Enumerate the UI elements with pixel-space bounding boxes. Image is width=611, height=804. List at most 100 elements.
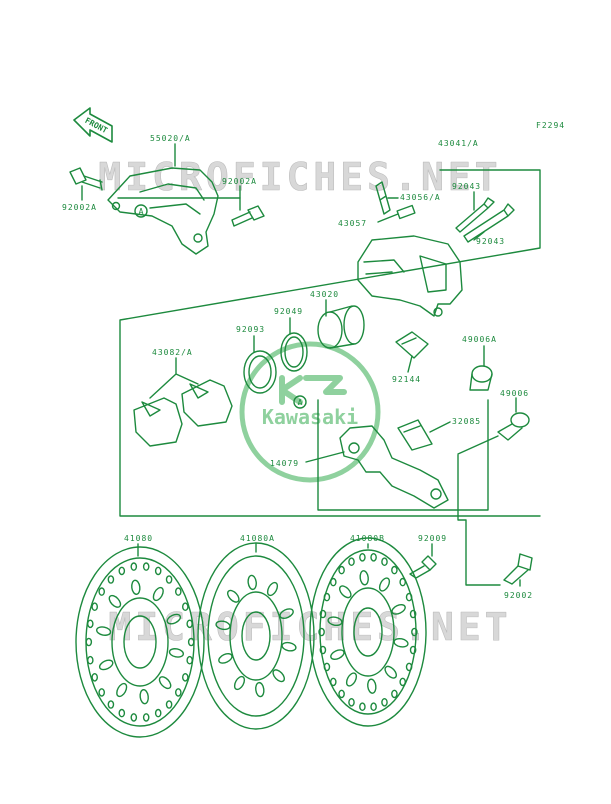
disc-hole (174, 587, 182, 596)
disc-slot (215, 620, 231, 631)
disc-slot (247, 574, 257, 591)
disc-hole (187, 637, 195, 647)
label-92043-bottom: 92043 (476, 237, 505, 246)
disc-hole (118, 566, 126, 576)
label-49006: 49006 (500, 389, 529, 398)
disc-hole (391, 565, 398, 575)
disc-hole (319, 645, 327, 655)
label-92049: 92049 (274, 307, 303, 316)
disc-hole (381, 557, 388, 567)
disc-hole (338, 689, 345, 699)
ref-mark-a-upper-label: A (139, 207, 144, 216)
disc-slot (345, 672, 358, 687)
disc-hole (186, 619, 193, 629)
disc-hole (154, 566, 162, 576)
ref-mark-a-lower-label: A (298, 398, 303, 407)
disc-slot (139, 689, 149, 705)
disc-slot (359, 570, 369, 586)
bleed-valve (375, 181, 391, 215)
disc-hole (411, 627, 418, 637)
disc-slot (218, 653, 233, 664)
disc-hole (405, 592, 413, 602)
disc-hole (329, 577, 337, 587)
label-14079: 14079 (270, 459, 299, 468)
leader-43057 (377, 213, 399, 223)
disc-hole (154, 708, 162, 718)
disc-hole (118, 708, 126, 718)
label-43020: 43020 (310, 290, 339, 299)
label-41080: 41080 (124, 534, 153, 543)
disc-hole (85, 637, 93, 647)
disc-hole (91, 673, 98, 682)
disc-hole (130, 713, 138, 722)
leader-14079 (305, 451, 345, 463)
disc-slot (108, 594, 122, 608)
disc-hole (370, 702, 377, 712)
disc-slot (391, 604, 406, 615)
disc-hole (370, 553, 377, 562)
disc-slot (279, 608, 294, 619)
disc-slot (98, 659, 114, 671)
pad-shim (397, 419, 433, 451)
caliper-bracket-upper (107, 167, 219, 255)
disc-slot (330, 649, 345, 660)
label-43082a: 43082/A (152, 348, 193, 357)
disc-hole (329, 677, 337, 687)
kawasaki-logo: Kawasaki (239, 341, 381, 483)
disc-slot (281, 641, 297, 652)
leader-43082a (149, 357, 199, 399)
disc-hole (381, 698, 388, 707)
label-92002: 92002 (504, 591, 533, 600)
label-92043-top: 92043 (452, 182, 481, 191)
disc-hole (399, 577, 407, 587)
label-55020a: 55020/A (150, 134, 191, 143)
disc-hole (323, 662, 331, 672)
piston (317, 305, 365, 349)
disc-hole (87, 655, 94, 665)
disc-hole (409, 609, 417, 619)
disc-hole (181, 602, 189, 612)
disc-hole (186, 655, 193, 665)
leader-92043-bottom (473, 231, 485, 241)
disc-slot (168, 648, 185, 658)
disc-hole (165, 700, 173, 709)
ref-mark-a-upper (134, 204, 148, 218)
bolt-92002 (503, 553, 533, 585)
disc-hole (107, 700, 115, 709)
label-92002a-left: 92002A (62, 203, 97, 212)
disc-hole (338, 565, 345, 575)
watermark-bottom: MICROFICHES.NET (108, 605, 511, 649)
disc-hole (181, 673, 189, 682)
ref-mark-a-lower (293, 395, 307, 409)
disc-hole (405, 662, 413, 672)
disc-slot (233, 675, 246, 691)
disc-hole (130, 562, 138, 571)
bracket-frame (317, 399, 489, 511)
dust-seal (243, 350, 277, 394)
logo-text: Kawasaki (262, 405, 358, 429)
label-41080b: 41080B (350, 534, 385, 543)
disc-slot (378, 577, 391, 592)
disc-slot (116, 682, 128, 698)
label-43041a: 43041/A (438, 139, 479, 148)
figure-code: F2294 (536, 121, 565, 130)
bleed-cap (396, 204, 416, 220)
label-41080a: 41080A (240, 534, 275, 543)
disc-hole (359, 702, 366, 712)
disc-hole (107, 575, 115, 584)
label-92009: 92009 (418, 534, 447, 543)
leader-92002 (457, 454, 501, 586)
front-arrow-icon: FRONT (73, 107, 113, 143)
disc-hole (399, 677, 407, 687)
caliper-holder (339, 425, 449, 509)
disc-hole (91, 602, 98, 612)
disc-slot (131, 579, 141, 595)
brake-pads (133, 379, 233, 447)
brake-disc-41080 (75, 546, 205, 738)
disc-slot (95, 626, 112, 636)
pin-92043-b (463, 203, 515, 243)
pin-92043-a (455, 197, 495, 233)
disc-hole (87, 619, 94, 629)
